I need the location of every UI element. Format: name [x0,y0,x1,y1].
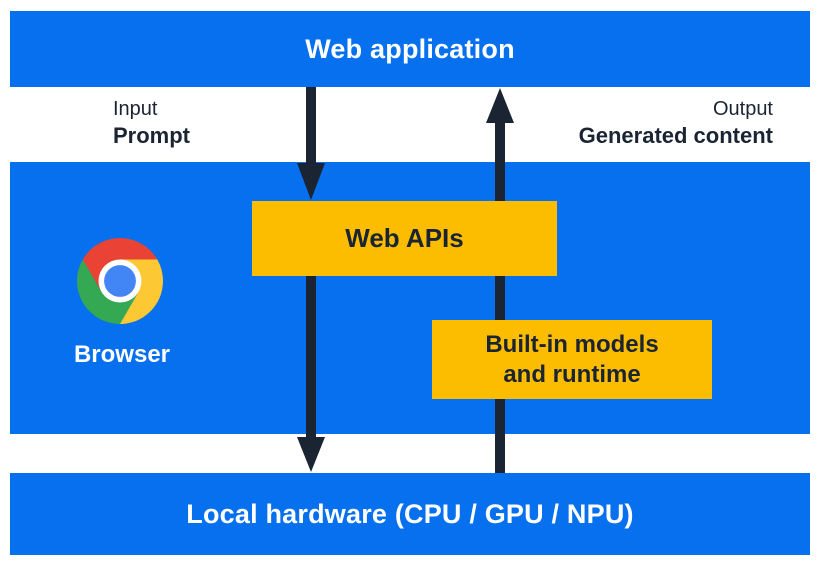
down-arrow-line-bottom [306,276,316,437]
local-hardware-label: Local hardware (CPU / GPU / NPU) [186,498,634,529]
down-arrow-icon [297,163,325,200]
built-in-models-box: Built-in models and runtime [432,320,712,399]
web-application-label: Web application [305,33,515,64]
output-value: Generated content [578,123,773,148]
chrome-icon [77,238,163,324]
up-arrow-line [495,123,505,473]
built-in-models-label-line1: Built-in models [485,330,659,358]
web-apis-box: Web APIs [252,201,557,276]
down-arrow-icon [297,437,325,472]
down-arrow-line-top [306,87,316,163]
output-title: Output [712,98,773,120]
local-hardware-layer: Local hardware (CPU / GPU / NPU) [10,473,810,555]
output-label-group: Output Generated content [579,97,773,150]
built-in-models-label-line2: and runtime [503,360,641,388]
browser-label: Browser [73,341,171,368]
input-value: Prompt [113,123,190,148]
up-arrow-icon [486,88,514,123]
web-apis-label: Web APIs [345,223,464,253]
input-title: Input [113,98,158,120]
web-application-layer: Web application [10,11,810,87]
input-label-group: Input Prompt [113,97,190,150]
